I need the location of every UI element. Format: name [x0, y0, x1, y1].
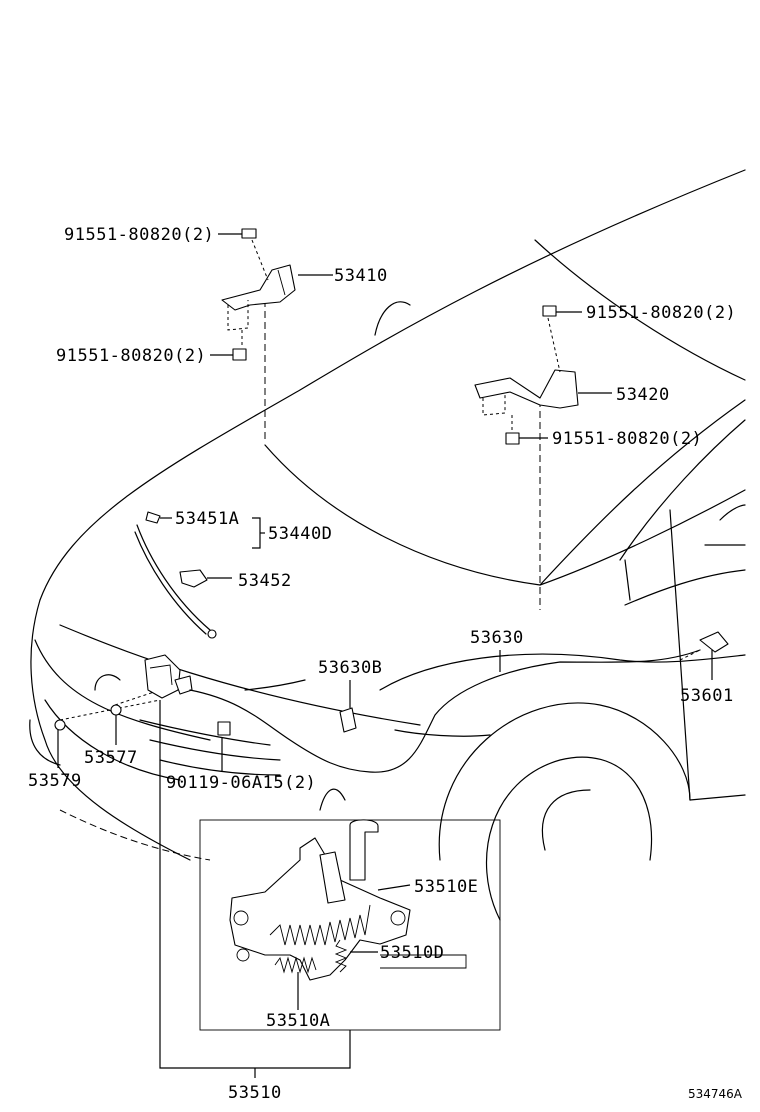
release-cable: [189, 631, 729, 773]
label-bolt-mid-left: 91551-80820(2): [56, 346, 206, 366]
leader-lines: [57, 233, 713, 1078]
label-stay-end: 53451A: [175, 509, 239, 529]
vehicle-body-outline: [29, 169, 746, 921]
bolt-icon: [232, 228, 257, 361]
label-latch-spring-e: 53510E: [414, 877, 478, 897]
hood-latch: [144, 654, 231, 736]
label-cushion-right: 53577: [84, 748, 138, 768]
latch-detail-inset: [199, 819, 501, 1031]
label-hinge-right: 53420: [616, 385, 670, 405]
label-stay-holder: 53452: [238, 571, 292, 591]
hood-support-rod: [134, 511, 217, 639]
hood-hinge-right: [474, 317, 579, 432]
label-latch-assy: 53510: [228, 1083, 282, 1103]
cushion-icon: [54, 704, 122, 731]
label-bolt-mid-right: 91551-80820(2): [552, 429, 702, 449]
label-cushion-left: 53579: [28, 771, 82, 791]
label-latch-spring-d: 53510D: [380, 943, 444, 963]
label-hinge-left: 53410: [334, 266, 388, 286]
bolt-icon: [505, 305, 557, 445]
label-release-lever: 53601: [680, 686, 734, 706]
label-bolt-top-right: 91551-80820(2): [586, 303, 736, 323]
label-latch-spring-a: 53510A: [266, 1011, 330, 1031]
hood-stay-holder: [179, 569, 208, 588]
label-cable-clamp: 53630B: [318, 658, 382, 678]
diagram-id: 534746A: [688, 1087, 743, 1101]
label-bolt-top-left: 91551-80820(2): [64, 225, 214, 245]
label-release-cable: 53630: [470, 628, 524, 648]
label-stay-assy: 53440D: [268, 524, 332, 544]
label-latch-bolt: 90119-06A15(2): [166, 773, 316, 793]
part-labels: 91551-80820(2) 53410 91551-80820(2) 9155…: [28, 225, 743, 1103]
hood-hinge-left: [221, 239, 296, 348]
